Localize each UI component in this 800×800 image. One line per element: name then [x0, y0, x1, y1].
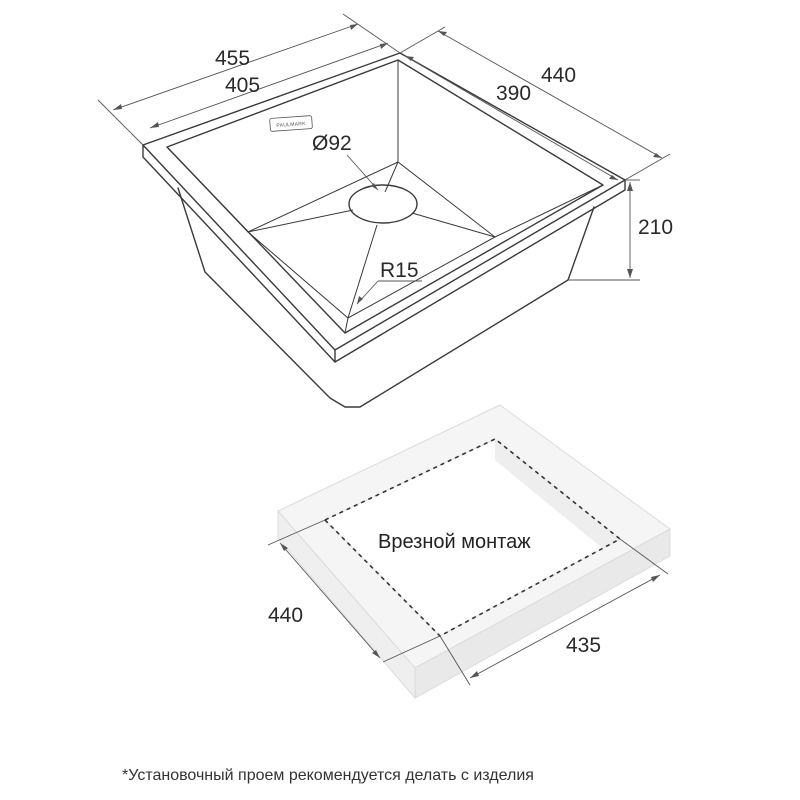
dimension-outer-width: 455: [97, 13, 401, 146]
cutout-width-label: 435: [566, 634, 601, 657]
drain-diameter-label: Ø92: [312, 132, 352, 155]
bowl-interior: [166, 60, 604, 334]
radius-label: R15: [380, 259, 419, 282]
radius-annotation: R15: [356, 259, 422, 305]
cutout-label: Врезной монтаж: [378, 531, 531, 553]
dimension-height: 210: [568, 179, 673, 281]
drain-hole: [348, 184, 418, 224]
dimension-inner-width: 405: [149, 42, 389, 129]
cutout-depth-label: 440: [268, 604, 303, 627]
dimension-cutout-depth: 440: [267, 519, 441, 663]
dimension-cutout-width: 435: [439, 538, 669, 686]
drain-diameter-annotation: Ø92: [312, 132, 379, 191]
brand-logo-text: PAULMARK: [276, 121, 306, 129]
installation-footnote: *Установочный проем рекомендуется делать…: [122, 767, 534, 784]
brand-logo: PAULMARK: [269, 115, 313, 132]
inner-width-label: 405: [225, 74, 260, 97]
inner-depth-label: 390: [496, 82, 531, 105]
countertop-slab: [277, 404, 671, 700]
sink-outline: [142, 52, 626, 408]
height-label: 210: [638, 216, 673, 239]
dimension-outer-depth: 440: [399, 26, 671, 181]
outer-width-label: 455: [215, 47, 250, 70]
dimension-inner-depth: 390: [404, 55, 619, 181]
outer-depth-label: 440: [541, 64, 576, 87]
